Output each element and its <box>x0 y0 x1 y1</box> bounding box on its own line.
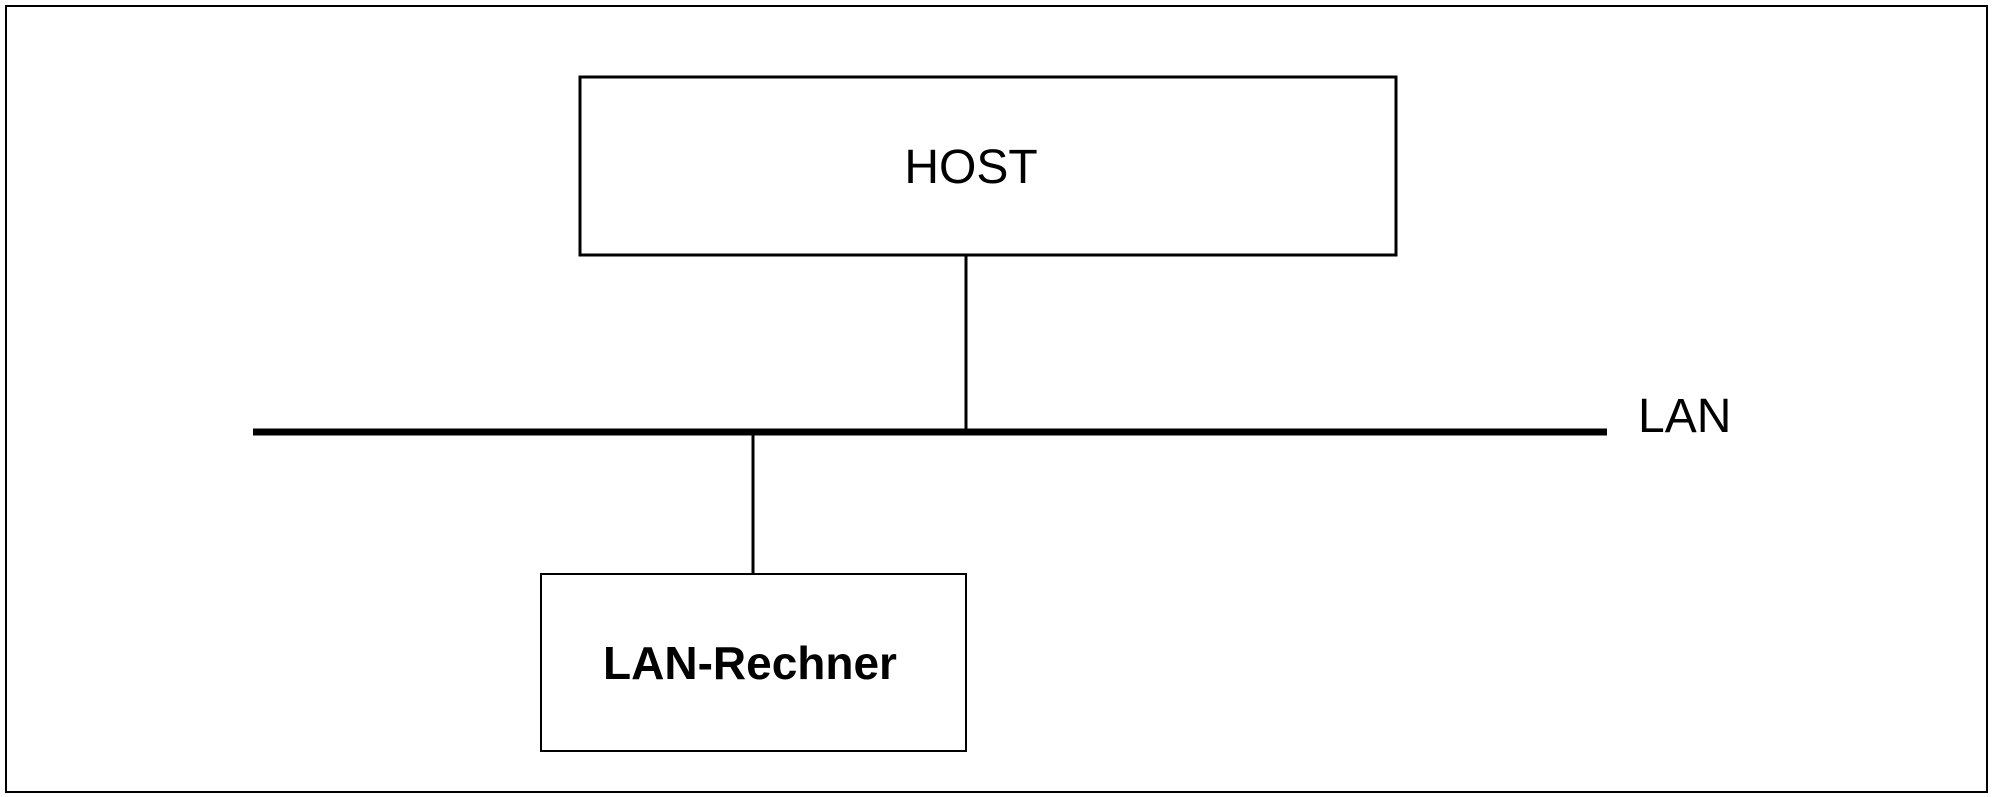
figure-border <box>5 5 1988 793</box>
host-label: HOST <box>904 141 1037 194</box>
lan-label: LAN <box>1638 390 1731 443</box>
lan-computer-box <box>540 573 967 752</box>
host-node: HOST <box>578 75 1398 257</box>
host-box <box>578 75 1398 257</box>
lan-computer-label: LAN-Rechner <box>603 637 897 689</box>
lan-computer-node: LAN-Rechner <box>540 573 967 752</box>
lan-bus: LAN <box>253 390 1731 443</box>
